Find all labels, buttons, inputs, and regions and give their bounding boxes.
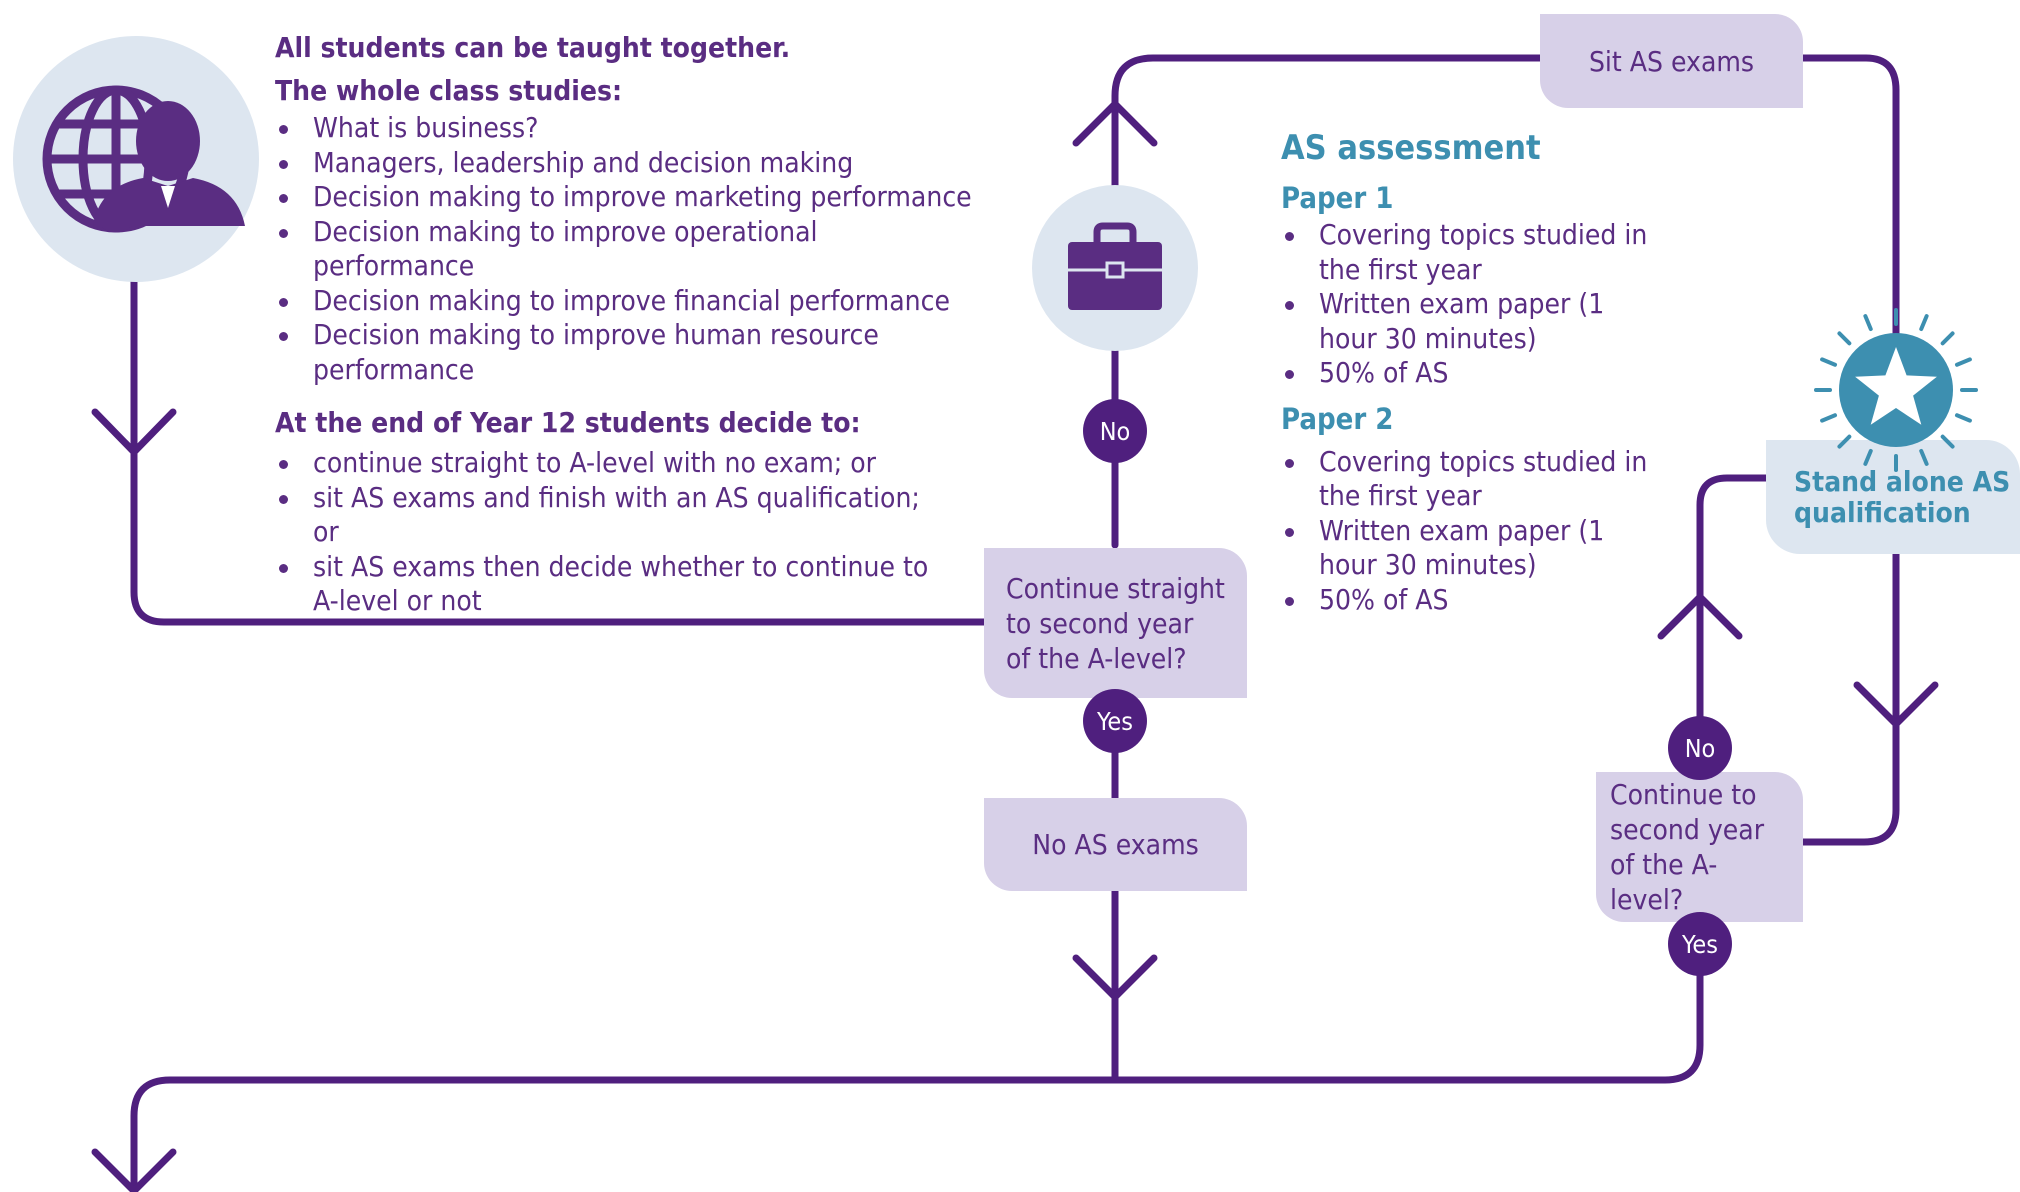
no-badge-center-label: No (1099, 416, 1131, 446)
as-assessment-title: AS assessment (1281, 128, 1541, 168)
star-ray (1863, 314, 1873, 332)
topics-list: What is business? Managers, leadership a… (275, 111, 975, 387)
star-ray (1954, 357, 1972, 367)
star-icon (1814, 308, 1978, 472)
connector-standalone-down (1796, 541, 1900, 846)
paper2-title: Paper 2 (1281, 401, 1394, 436)
star-ray (1837, 331, 1852, 346)
star-ray (1863, 448, 1873, 466)
connector-no-up (1111, 54, 1549, 549)
paper2-item: 50% of AS (1281, 583, 1671, 618)
no-as-exams-text: No AS exams (1032, 828, 1199, 861)
star-ray (1954, 413, 1972, 423)
connector-yes-bottom (130, 916, 1704, 1192)
paper1-item: 50% of AS (1281, 356, 1671, 391)
yes-badge-center: Yes (1083, 689, 1147, 753)
standalone-qualification-box: Stand alone AS qualification (1766, 440, 2020, 554)
options-list: continue straight to A-level with no exa… (275, 446, 935, 619)
topic-item: Decision making to improve human resourc… (275, 318, 893, 387)
sit-as-exams-box: Sit AS exams (1540, 14, 1803, 108)
sit-as-exams-text: Sit AS exams (1588, 44, 1755, 78)
yes-badge-right: Yes (1668, 912, 1732, 976)
as-assessment-block: AS assessment Paper 1 Covering topics st… (1281, 126, 1701, 617)
intro-heading: All students can be taught together. (275, 31, 791, 64)
continue-straight-box: Continue straight to second year of the … (984, 548, 1247, 698)
topic-item: Managers, leadership and decision making (275, 146, 975, 181)
star-ray (1820, 357, 1838, 367)
arrowhead-down-right (1853, 681, 1939, 728)
connector-no-up-right (1696, 474, 1771, 724)
continue-straight-text: Continue straight to second year of the … (1006, 571, 1225, 675)
paper2-list: Covering topics studied in the first yea… (1281, 445, 1671, 618)
arrowhead-down-center (1072, 954, 1158, 1001)
standalone-qualification-text: Stand alone AS qualification (1794, 465, 2011, 529)
arrowhead-down-bottom (91, 1148, 177, 1192)
paper1-title: Paper 1 (1281, 181, 1394, 215)
briefcase-icon (1068, 222, 1162, 310)
topic-item: Decision making to improve financial per… (275, 284, 975, 319)
star-ray (1837, 434, 1852, 449)
star-ray (1820, 413, 1838, 423)
star-ray (1919, 314, 1929, 332)
no-badge-center: No (1083, 399, 1147, 463)
topic-item: Decision making to improve marketing per… (275, 180, 975, 215)
intro-block: All students can be taught together. The… (275, 28, 995, 619)
arrowhead-up-center (1072, 100, 1158, 147)
option-item: continue straight to A-level with no exa… (275, 446, 935, 481)
paper1-list: Covering topics studied in the first yea… (1281, 218, 1671, 391)
arrowhead-up-right (1657, 593, 1743, 640)
topic-item: What is business? (275, 111, 975, 146)
connector-start (130, 271, 989, 626)
yes-badge-center-label: Yes (1097, 706, 1133, 736)
no-badge-right: No (1668, 716, 1732, 780)
option-item: sit AS exams and finish with an AS quali… (275, 481, 935, 550)
paper1-item: Written exam paper (1 hour 30 minutes) (1281, 287, 1619, 356)
topics-heading: The whole class studies: (275, 74, 623, 107)
no-badge-right-label: No (1684, 733, 1716, 763)
decide-heading: At the end of Year 12 students decide to… (275, 406, 861, 439)
connector-sit-exams (1796, 54, 1900, 344)
no-as-exams-box: No AS exams (984, 798, 1247, 891)
globe-person-icon (42, 85, 245, 233)
paper2-item: Written exam paper (1 hour 30 minutes) (1281, 514, 1619, 583)
arrowhead-down-left (91, 408, 177, 456)
star-ray (1940, 434, 1955, 449)
paper2-item: Covering topics studied in the first yea… (1281, 445, 1671, 514)
paper1-item: Covering topics studied in the first yea… (1281, 218, 1671, 287)
continue-second-year-box: Continue to second year of the A-level? (1596, 772, 1803, 922)
topic-item: Decision making to improve operational p… (275, 215, 975, 284)
yes-badge-right-label: Yes (1682, 929, 1718, 959)
star-ray (1919, 448, 1929, 466)
star-ray (1940, 331, 1955, 346)
option-item: sit AS exams then decide whether to cont… (275, 550, 933, 619)
continue-second-year-text: Continue to second year of the A-level? (1610, 778, 1765, 916)
